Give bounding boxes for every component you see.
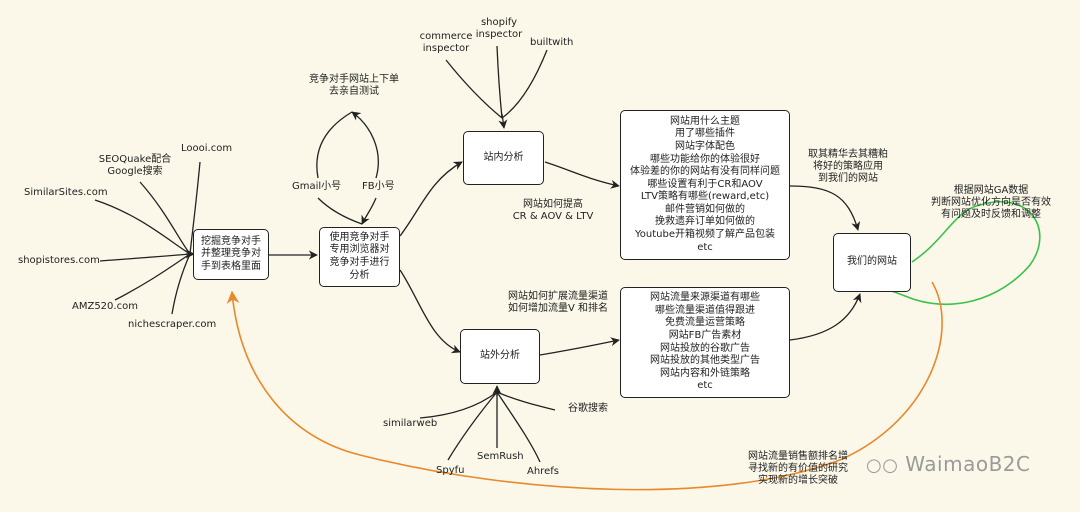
tool-ahrefs: Ahrefs (527, 466, 559, 477)
growth-note: 网站流量销售额排名增 寻找新的有价值的研究 实现新的增长突破 (748, 451, 848, 486)
arrow-spyfu (447, 391, 498, 461)
onsite-analysis-box: 站内分析 (463, 131, 544, 185)
tool-similarweb: similarweb (383, 418, 438, 429)
arrow-amz520 (114, 253, 191, 301)
tool-google-search: 谷歌搜索 (568, 403, 608, 414)
arrow-fb (361, 197, 377, 225)
arrow-builtwith (501, 49, 548, 119)
arrow-test-right (351, 111, 379, 179)
expand-traffic-note: 网站如何扩展流量渠道 如何增加流量V 和排名 (508, 291, 609, 314)
arrow-browser-to-onsite (399, 161, 463, 237)
arrow-seoquake (139, 181, 191, 255)
arrow-browser-to-offsite (399, 269, 461, 354)
arrow-similarsites (94, 199, 191, 255)
source-amz520: AMZ520.com (72, 301, 138, 312)
our-website-box: 我们的网站 (833, 233, 911, 292)
arrow-offsite-to-details (539, 337, 620, 356)
offsite-details-box: 网站流量来源渠道有哪些 哪些流量渠道值得跟进 免费流量运营策略 网站FB广告素材… (620, 287, 790, 398)
source-similarsites: SimilarSites.com (24, 187, 108, 198)
fb-account-label: FB小号 (362, 181, 395, 192)
tool-semrush: SemRush (477, 451, 524, 462)
arrow-shopify (496, 45, 503, 119)
arrow-google-search (496, 391, 556, 411)
arrow-onsite-to-details (544, 161, 620, 189)
ga-feedback-note: 根据网站GA数据 判断网站优化方向是否有效 有问题及时反馈和调整 (931, 185, 1051, 220)
arrow-similarweb (419, 391, 498, 419)
source-shopistores: shopistores.com (18, 255, 100, 266)
arrow-loooi (189, 161, 201, 255)
test-order-note: 竞争对手网站上下单 去亲自测试 (309, 74, 399, 97)
tool-spyfu: Spyfu (436, 465, 465, 476)
arrow-offsite-details-to-site (789, 293, 862, 341)
arrow-ahrefs (496, 391, 541, 463)
tool-commerce-inspector: commerce inspector (419, 31, 473, 54)
arrow-shopistores (99, 253, 191, 262)
watermark-logo: ○○ WaimaoB2C (866, 452, 1030, 476)
tool-shopify-inspector: shopify inspector (475, 17, 523, 40)
wechat-icon: ○○ (866, 455, 899, 476)
green-feedback-loop (874, 201, 1041, 306)
onsite-details-box: 网站用什么主题 用了哪些插件 网站字体配色 哪些功能给你的体验很好 体验差的你的… (620, 110, 790, 260)
collect-competitors-box: 挖掘竞争对手 并整理竞争对 手到表格里面 (193, 229, 269, 280)
arrow-test-left (316, 111, 353, 179)
arrow-commerce (445, 59, 503, 119)
arrow-nichescraper (171, 253, 191, 315)
orange-growth-loop (226, 281, 943, 491)
arrow-tools-head (498, 113, 508, 129)
gmail-account-label: Gmail小号 (292, 181, 342, 192)
source-seoquake: SEOQuake配合 Google搜索 (98, 154, 172, 177)
offsite-analysis-box: 站外分析 (460, 329, 540, 384)
arrow-onsite-details-to-site (789, 185, 861, 231)
browser-analysis-box: 使用竞争对手 专用浏览器对 竞争对手进行 分析 (319, 227, 400, 287)
take-best-note: 取其精华去其糟粕 将好的策略应用 到我们的网站 (808, 149, 888, 184)
improve-cr-aov-ltv-note: 网站如何提高 CR & AOV & LTV (512, 199, 594, 222)
watermark-text: WaimaoB2C (905, 452, 1031, 476)
source-nichescraper: nichescraper.com (128, 319, 217, 330)
tool-builtwith: builtwith (530, 37, 574, 48)
source-loooi: Loooi.com (181, 143, 233, 154)
arrow-gmail (317, 197, 363, 225)
